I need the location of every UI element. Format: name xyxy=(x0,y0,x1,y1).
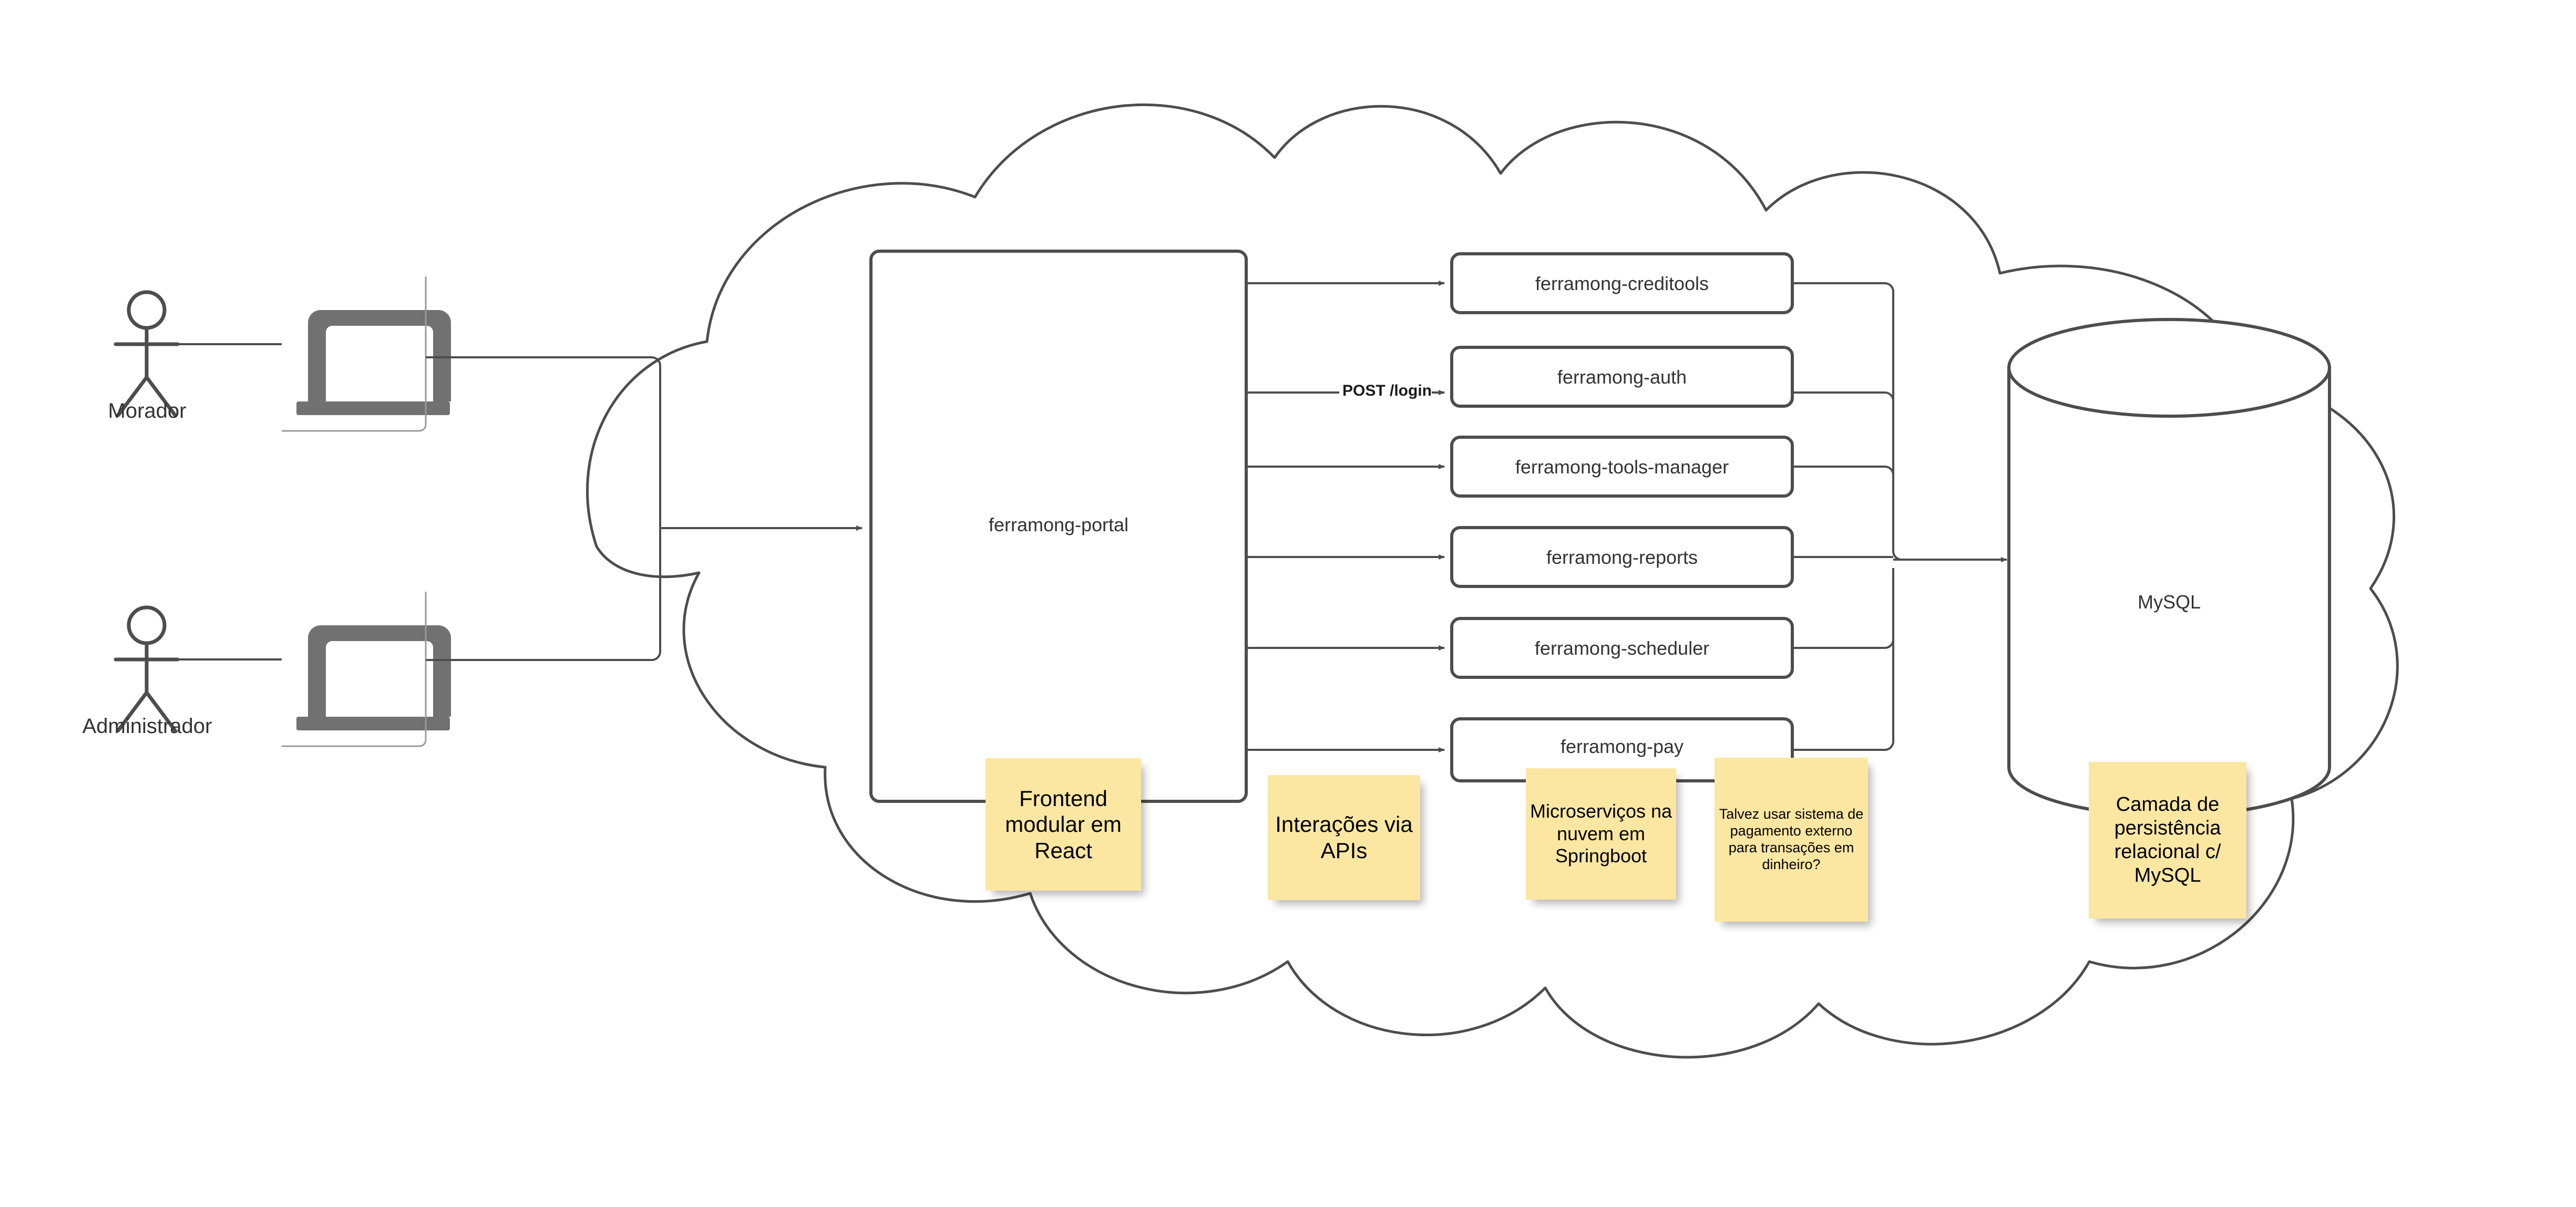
sticky-note-frontend: Frontend modular em React xyxy=(986,758,1141,891)
laptop-icon-morador xyxy=(296,310,451,415)
sticky-note-pagamento: Talvez usar sistema de pagamento externo… xyxy=(1715,758,1868,922)
microservice-box-reports xyxy=(1450,526,1794,588)
actor-administrador-figure xyxy=(114,605,180,733)
microservice-box-tools-manager xyxy=(1450,436,1794,498)
microservice-box-creditools xyxy=(1450,252,1794,314)
sticky-note-persistence: Camada de persistência relacional c/ MyS… xyxy=(2089,762,2246,919)
portal-box xyxy=(869,250,1248,803)
bus-auth xyxy=(1792,391,1894,551)
sticky-note-persistence-text: Camada de persistência relacional c/ MyS… xyxy=(2114,793,2221,886)
sticky-note-frontend-text: Frontend modular em React xyxy=(1005,786,1122,863)
laptop-boundary-morador xyxy=(282,276,427,432)
microservice-box-auth xyxy=(1450,346,1794,408)
cloud-boundary xyxy=(586,103,2399,1059)
actor-morador-figure xyxy=(114,290,180,417)
microservice-box-scheduler xyxy=(1450,617,1794,679)
laptop-boundary-administrador xyxy=(282,592,427,747)
sticky-note-microservices: Microserviços na nuvem em Springboot xyxy=(1526,768,1676,900)
bus-scheduler xyxy=(1792,568,1894,649)
sticky-note-apis: Interações via APIs xyxy=(1268,775,1420,900)
bus-tools-manager xyxy=(1792,466,1894,551)
sticky-note-pagamento-text: Talvez usar sistema de pagamento externo… xyxy=(1719,806,1864,872)
laptop-icon-administrador xyxy=(296,625,451,730)
bus-creditools xyxy=(1792,282,1902,561)
sticky-note-apis-text: Interações via APIs xyxy=(1275,812,1413,863)
link-laptops-to-portal xyxy=(426,356,661,661)
bus-pay xyxy=(1792,568,1894,751)
database-cylinder-mysql xyxy=(2007,318,2331,817)
sticky-note-microservices-text: Microserviços na nuvem em Springboot xyxy=(1530,800,1672,867)
